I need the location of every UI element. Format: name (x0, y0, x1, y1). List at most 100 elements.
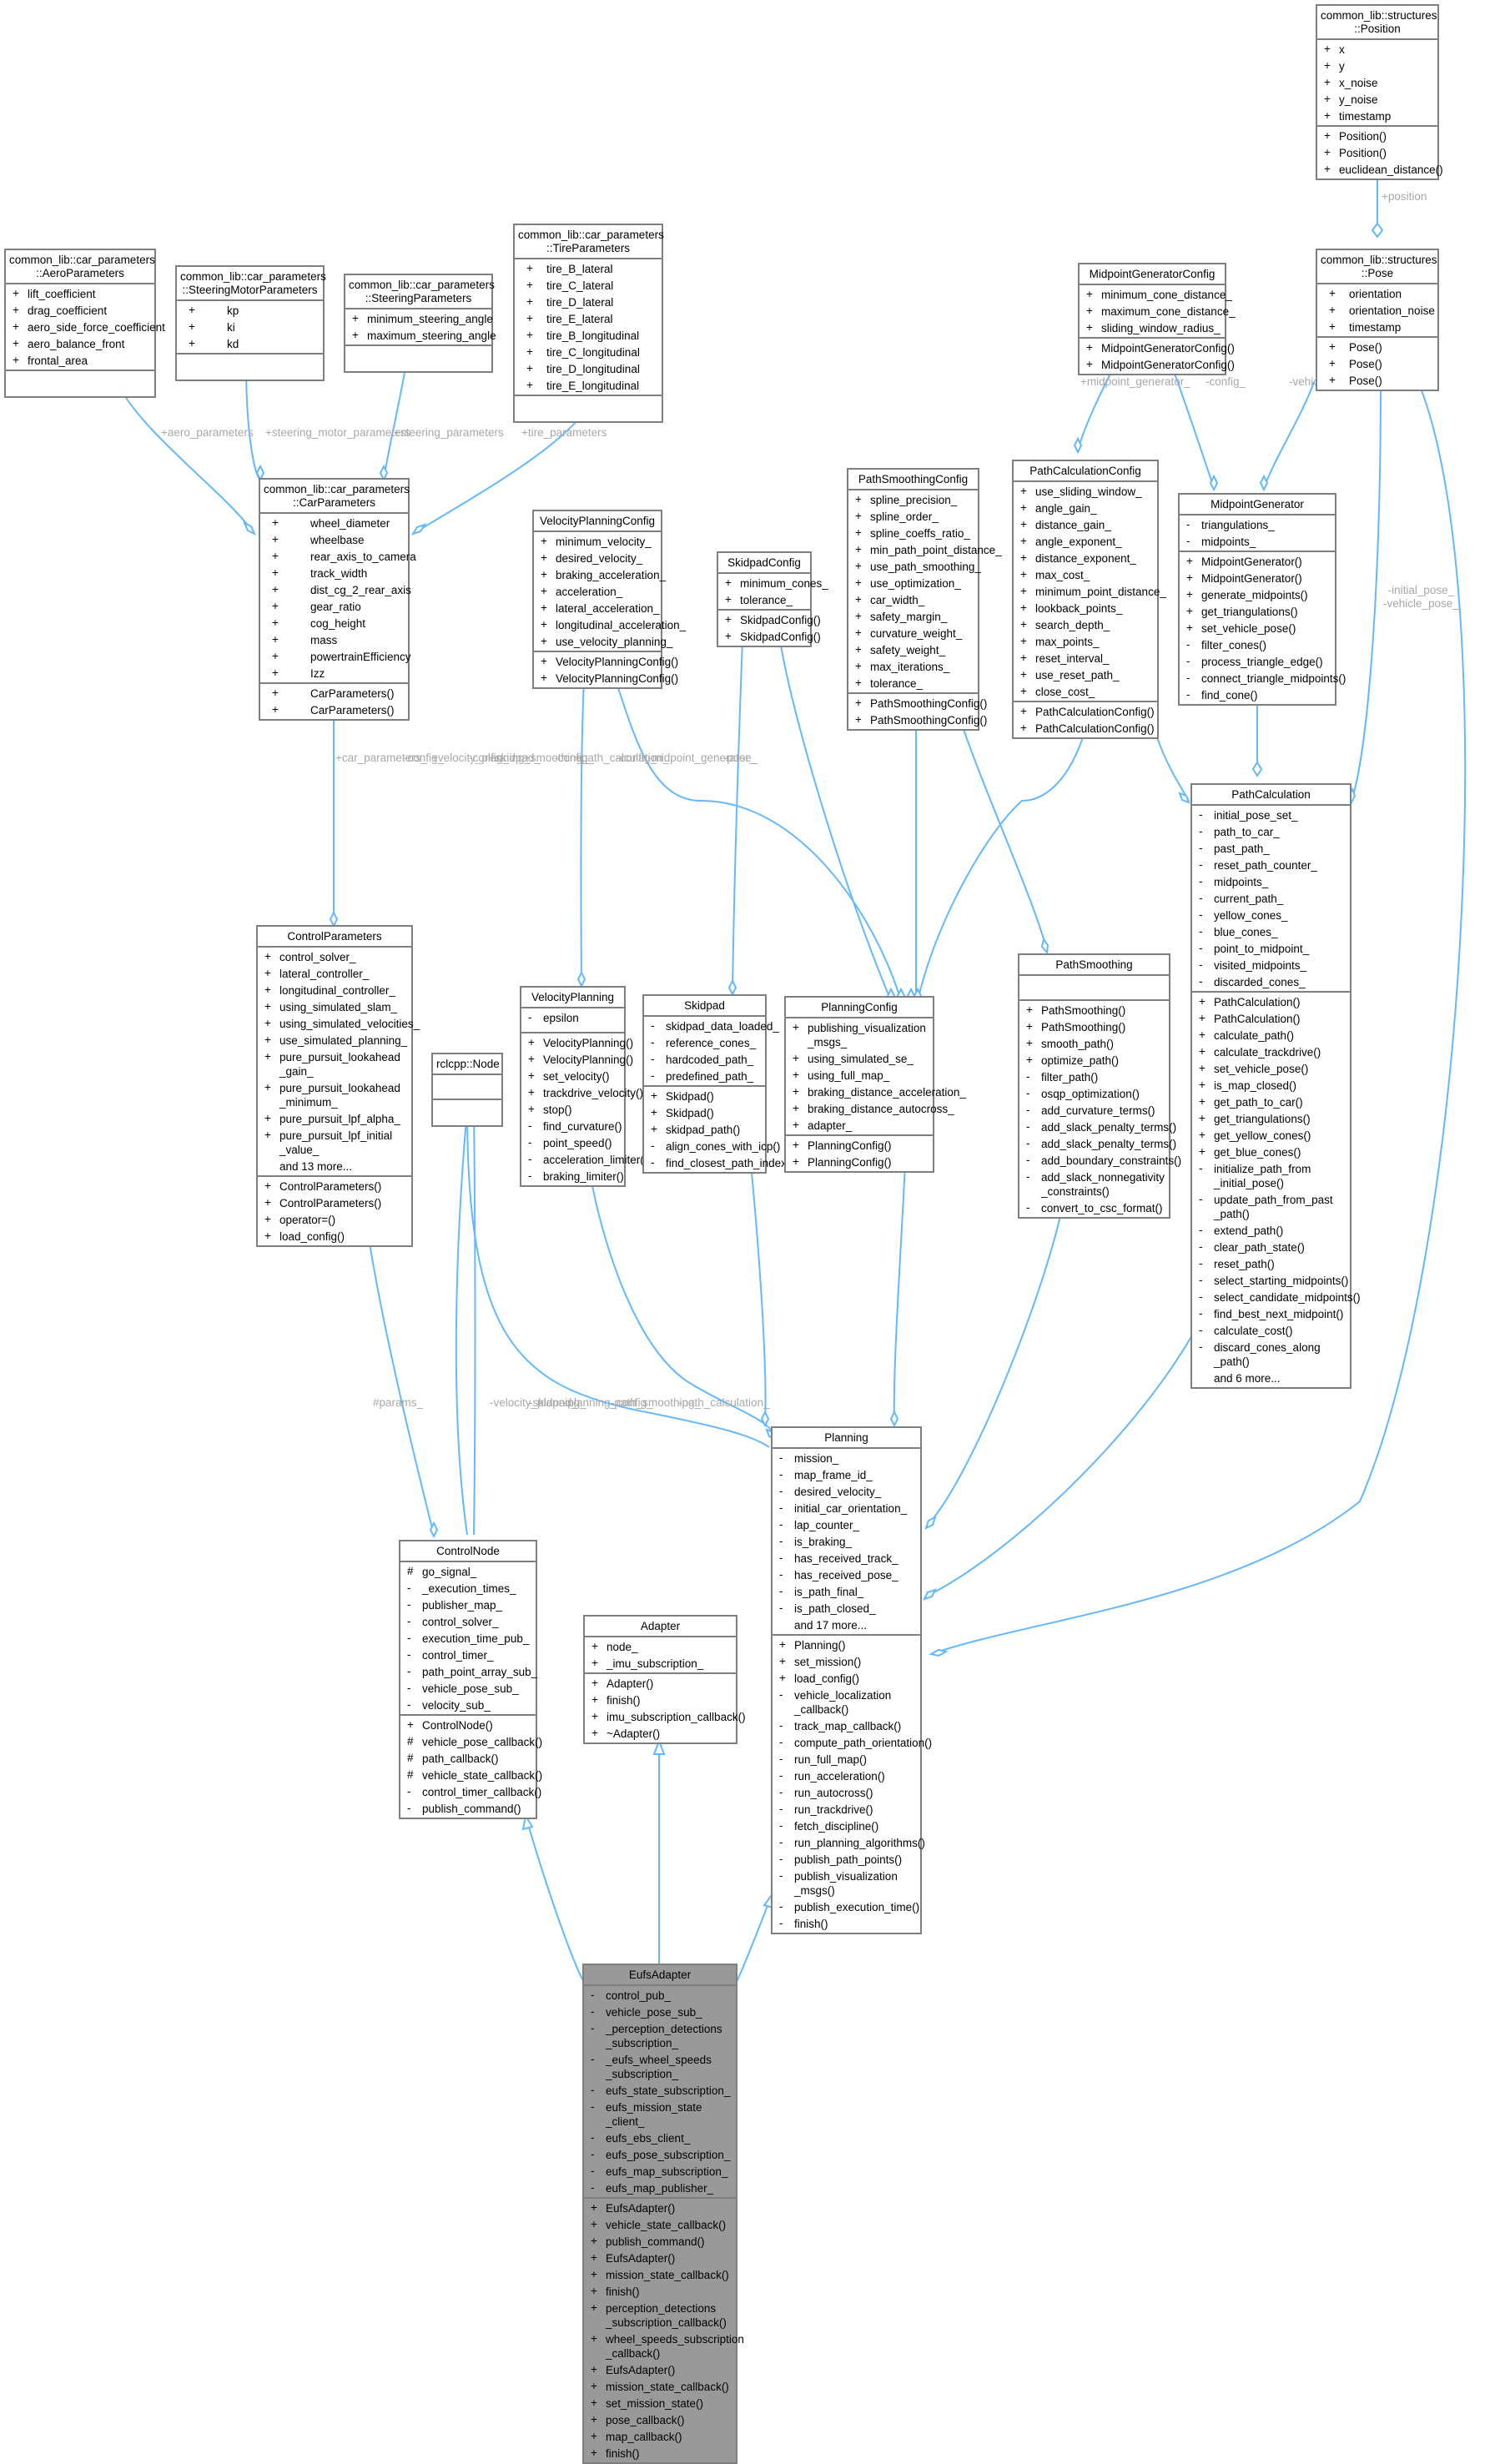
visibility-marker: + (1020, 551, 1027, 564)
method-row: -run_acceleration() (773, 1768, 920, 1784)
method-name: run_acceleration() (794, 1769, 885, 1783)
method-name: PathCalculation() (1214, 995, 1301, 1008)
visibility-marker: + (855, 643, 862, 656)
method-row: -filter_path() (1019, 1069, 1169, 1085)
attribute-row: #go_signal_ (400, 1563, 536, 1580)
visibility-marker: + (526, 312, 533, 324)
visibility-marker: - (779, 1900, 783, 1913)
class-skidpad-config[interactable]: SkidpadConfig+minimum_cones_+tolerance_+… (717, 551, 828, 647)
method-name: add_curvature_terms() (1041, 1104, 1155, 1117)
method-name: publish_visualization _msgs() (794, 1869, 898, 1897)
class-path-calculation-config[interactable]: PathCalculationConfig+use_sliding_window… (1012, 460, 1166, 739)
method-row: -vehicle_localization _callback() (773, 1687, 920, 1717)
attribute-name: use_path_smoothing_ (870, 560, 981, 573)
attribute-name: spline_order_ (870, 510, 939, 523)
method-name: load_config() (279, 1229, 345, 1243)
attribute-name: aero_side_force_coefficient (28, 320, 165, 334)
class-rclcpp-node[interactable]: rclcpp::Node (431, 1053, 503, 1127)
method-row: +EufsAdapter() (584, 2361, 736, 2378)
attribute-name: _eufs_wheel_speeds _subscription_ (606, 2053, 712, 2080)
class-title: common_lib::structures ::Pose (1317, 250, 1437, 284)
visibility-marker: + (855, 660, 862, 672)
visibility-marker: - (779, 1803, 783, 1815)
class-steering-motor-parameters[interactable]: common_lib::car_parameters ::SteeringMot… (175, 265, 326, 381)
class-control-node[interactable]: ControlNode#go_signal_-_execution_times_… (399, 1540, 542, 1819)
method-name: update_path_from_past _path() (1214, 1193, 1333, 1220)
class-tire-parameters[interactable]: common_lib::car_parameters ::TireParamet… (513, 224, 664, 423)
visibility-marker: - (591, 2181, 595, 2194)
visibility-marker: + (264, 1050, 271, 1063)
attribute-row: +using_simulated_slam_ (258, 998, 411, 1015)
class-control-parameters[interactable]: ControlParameters+control_solver_+latera… (256, 925, 420, 1247)
method-row: +ControlNode() (400, 1717, 536, 1733)
visibility-marker: + (13, 354, 19, 366)
visibility-marker: + (272, 703, 279, 716)
method-row: +MidpointGeneratorConfig() (1080, 339, 1235, 356)
attribute-row: -velocity_sub_ (400, 1697, 536, 1713)
attribute-row: +spline_precision_ (848, 491, 978, 508)
class-steering-parameters[interactable]: common_lib::car_parameters ::SteeringPar… (344, 274, 496, 373)
method-row: +euclidean_distance() (1317, 161, 1443, 178)
method-name: Planning() (794, 1638, 846, 1652)
class-position[interactable]: common_lib::structures ::Position+x+y+x_… (1316, 4, 1443, 180)
class-planning-config[interactable]: PlanningConfig+publishing_visualization … (784, 996, 966, 1173)
attribute-name: path_to_car_ (1214, 825, 1280, 838)
method-name: imu_subscription_callback() (607, 1710, 746, 1723)
method-name: Pose() (1349, 374, 1382, 387)
visibility-marker: + (591, 2413, 597, 2426)
visibility-marker: + (1186, 588, 1193, 601)
visibility-marker: + (855, 713, 862, 726)
attribute-row: -eufs_ebs_client_ (584, 2130, 736, 2146)
visibility-marker: + (1329, 340, 1336, 353)
class-path-smoothing-config[interactable]: PathSmoothingConfig+spline_precision_+sp… (847, 468, 1002, 731)
class-velocity-planning[interactable]: VelocityPlanning-epsilon+VelocityPlannin… (520, 986, 647, 1187)
attribute-name: epsilon (543, 1011, 579, 1024)
method-row: -run_planning_algorithms() (773, 1834, 925, 1851)
method-row: +mission_state_callback() (584, 2266, 736, 2283)
method-name: align_cones_with_icp() (666, 1139, 781, 1153)
class-skidpad[interactable]: Skidpad-skidpad_data_loaded_-reference_c… (642, 994, 794, 1174)
attribute-name: close_cost_ (1035, 685, 1095, 698)
visibility-marker: - (1199, 1193, 1203, 1205)
class-path-calculation[interactable]: PathCalculation-initial_pose_set_-path_t… (1190, 783, 1361, 1389)
attribute-name: visited_midpoints_ (1214, 958, 1307, 972)
attributes-section: -control_pub_-vehicle_pose_sub_-_percept… (584, 1986, 736, 2199)
class-eufs-adapter[interactable]: EufsAdapter-control_pub_-vehicle_pose_su… (582, 1964, 744, 2464)
methods-section (515, 396, 662, 421)
method-row: +finish() (584, 2445, 736, 2461)
attribute-name: frontal_area (28, 354, 88, 367)
visibility-marker: + (855, 676, 862, 689)
method-name: Position() (1339, 146, 1387, 159)
class-velocity-planning-config[interactable]: VelocityPlanningConfig+minimum_velocity_… (532, 510, 686, 689)
class-adapter[interactable]: Adapter+node_+_imu_subscription_+Adapter… (583, 1615, 746, 1744)
method-name: ~Adapter() (607, 1727, 661, 1740)
edge-label-mpg-midpoint-generator: +midpoint_generator_ (1080, 375, 1190, 388)
attributes-section: +minimum_cones_+tolerance_ (718, 574, 828, 611)
visibility-marker: + (1020, 585, 1027, 597)
visibility-marker: + (725, 576, 732, 589)
method-row: +MidpointGeneratorConfig() (1080, 356, 1235, 373)
attribute-name: aero_balance_front (28, 337, 125, 350)
method-row: +is_map_closed() (1192, 1077, 1350, 1094)
class-path-smoothing[interactable]: PathSmoothing+PathSmoothing()+PathSmooth… (1018, 953, 1181, 1219)
visibility-marker: + (407, 1718, 414, 1731)
attribute-name: longitudinal_acceleration_ (556, 618, 687, 631)
class-midpoint-generator[interactable]: MidpointGenerator-triangulations_-midpoi… (1178, 493, 1346, 706)
attribute-row: +minimum_velocity_ (534, 533, 661, 550)
attributes-section: +minimum_steering_angle+maximum_steering… (345, 309, 496, 346)
method-row: +Position() (1317, 144, 1437, 161)
visibility-marker: + (591, 2363, 597, 2376)
class-planning[interactable]: Planning-mission_-map_frame_id_-desired_… (771, 1426, 932, 1934)
class-pose[interactable]: common_lib::structures ::Pose+orientatio… (1316, 249, 1439, 391)
attribute-row: +using_simulated_velocities_ (258, 1015, 420, 1032)
method-name: SkidpadConfig() (740, 613, 821, 626)
visibility-marker: - (407, 1632, 411, 1644)
class-car-parameters[interactable]: common_lib::car_parameters ::CarParamete… (259, 478, 416, 721)
class-aero-parameters[interactable]: common_lib::car_parameters ::AeroParamet… (4, 249, 165, 398)
edge-label-initial-vehicle-pose: -initial_pose_ -vehicle_pose_ (1383, 584, 1459, 610)
attribute-name: tire_D_lateral (546, 295, 614, 309)
attributes-section: +orientation+orientation_noise+timestamp (1317, 284, 1437, 338)
class-midpoint-generator-config[interactable]: MidpointGeneratorConfig+minimum_cone_dis… (1078, 263, 1236, 375)
attribute-name: x (1339, 43, 1345, 56)
method-row: -publish_command() (400, 1800, 536, 1817)
